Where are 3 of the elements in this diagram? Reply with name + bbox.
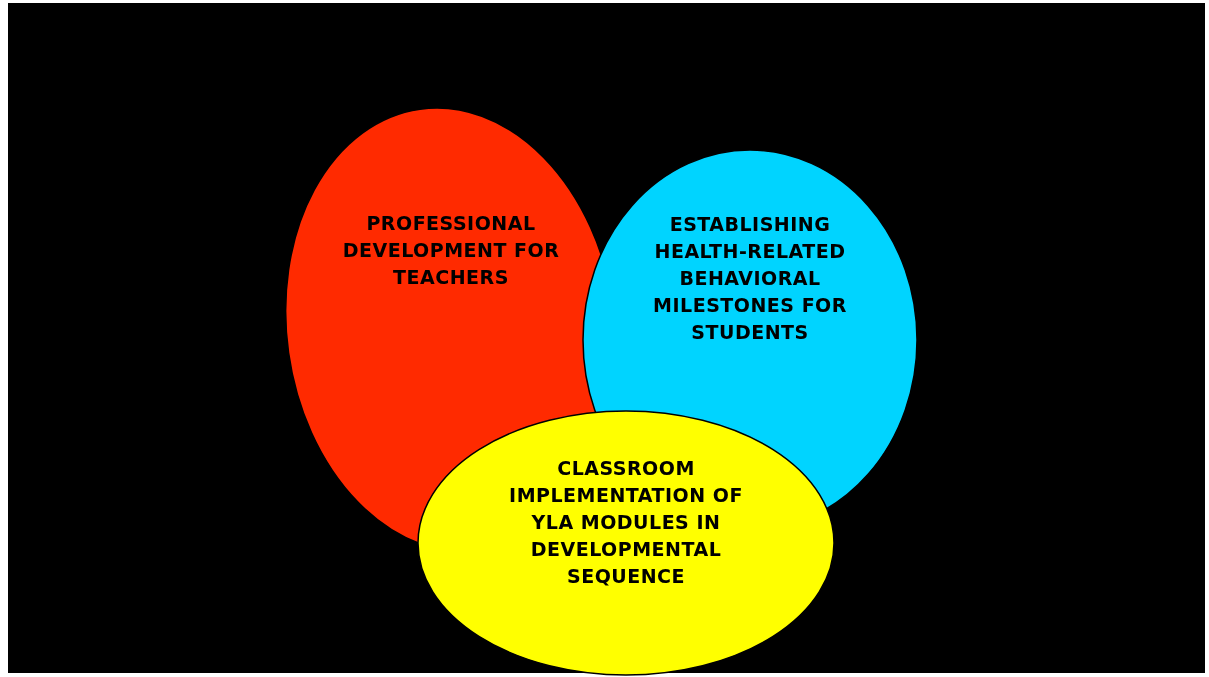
oval-label: PROFESSIONAL DEVELOPMENT FOR TEACHERS [341, 211, 561, 290]
oval-label: ESTABLISHING HEALTH-RELATED BEHAVIORAL MILESTONES FOR STUDENTS [652, 212, 848, 345]
oval-label: CLASSROOM IMPLEMENTATION OF YLA MODULES IN DEVELOPMENTAL SEQUENCE [508, 456, 744, 589]
